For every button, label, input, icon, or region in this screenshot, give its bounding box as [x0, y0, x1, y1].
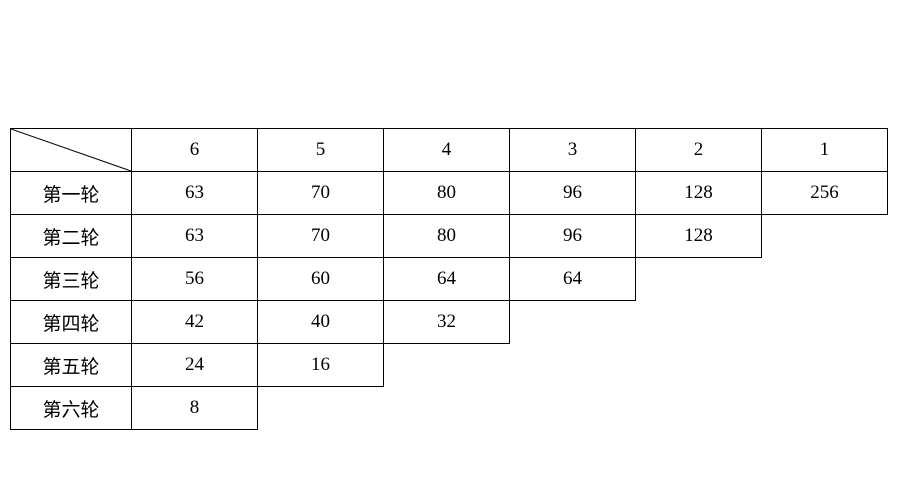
empty-cell: [257, 386, 384, 430]
column-header: 2: [635, 128, 762, 172]
table-cell: 8: [131, 386, 258, 430]
empty-cell: [509, 386, 636, 430]
column-header: 6: [131, 128, 258, 172]
table-cell: 40: [257, 300, 384, 344]
empty-cell: [761, 386, 888, 430]
table-cell: 42: [131, 300, 258, 344]
empty-cell: [509, 343, 636, 387]
row-label: 第三轮: [10, 257, 132, 301]
empty-cell: [635, 343, 762, 387]
corner-cell: [10, 128, 132, 172]
table-cell: 63: [131, 214, 258, 258]
table-cell: 24: [131, 343, 258, 387]
column-header: 3: [509, 128, 636, 172]
empty-cell: [635, 257, 762, 301]
table-cell: 60: [257, 257, 384, 301]
table-cell: 70: [257, 171, 384, 215]
empty-cell: [761, 300, 888, 344]
table-cell: 80: [383, 214, 510, 258]
row-label: 第一轮: [10, 171, 132, 215]
table-cell: 64: [509, 257, 636, 301]
table-cell: 16: [257, 343, 384, 387]
table-cell: 64: [383, 257, 510, 301]
table-cell: 128: [635, 171, 762, 215]
table-cell: 32: [383, 300, 510, 344]
column-header: 4: [383, 128, 510, 172]
diagonal-line-icon: [11, 129, 131, 171]
empty-cell: [635, 300, 762, 344]
empty-cell: [761, 214, 888, 258]
table-cell: 256: [761, 171, 888, 215]
column-header: 5: [257, 128, 384, 172]
row-label: 第二轮: [10, 214, 132, 258]
empty-cell: [383, 343, 510, 387]
empty-cell: [509, 300, 636, 344]
table-cell: 70: [257, 214, 384, 258]
table-cell: 80: [383, 171, 510, 215]
row-label: 第四轮: [10, 300, 132, 344]
table-cell: 96: [509, 171, 636, 215]
row-label: 第六轮: [10, 386, 132, 430]
table-cell: 128: [635, 214, 762, 258]
row-label: 第五轮: [10, 343, 132, 387]
empty-cell: [761, 257, 888, 301]
table-cell: 96: [509, 214, 636, 258]
table-cell: 63: [131, 171, 258, 215]
empty-cell: [761, 343, 888, 387]
empty-cell: [635, 386, 762, 430]
table-cell: 56: [131, 257, 258, 301]
column-header: 1: [761, 128, 888, 172]
empty-cell: [383, 386, 510, 430]
